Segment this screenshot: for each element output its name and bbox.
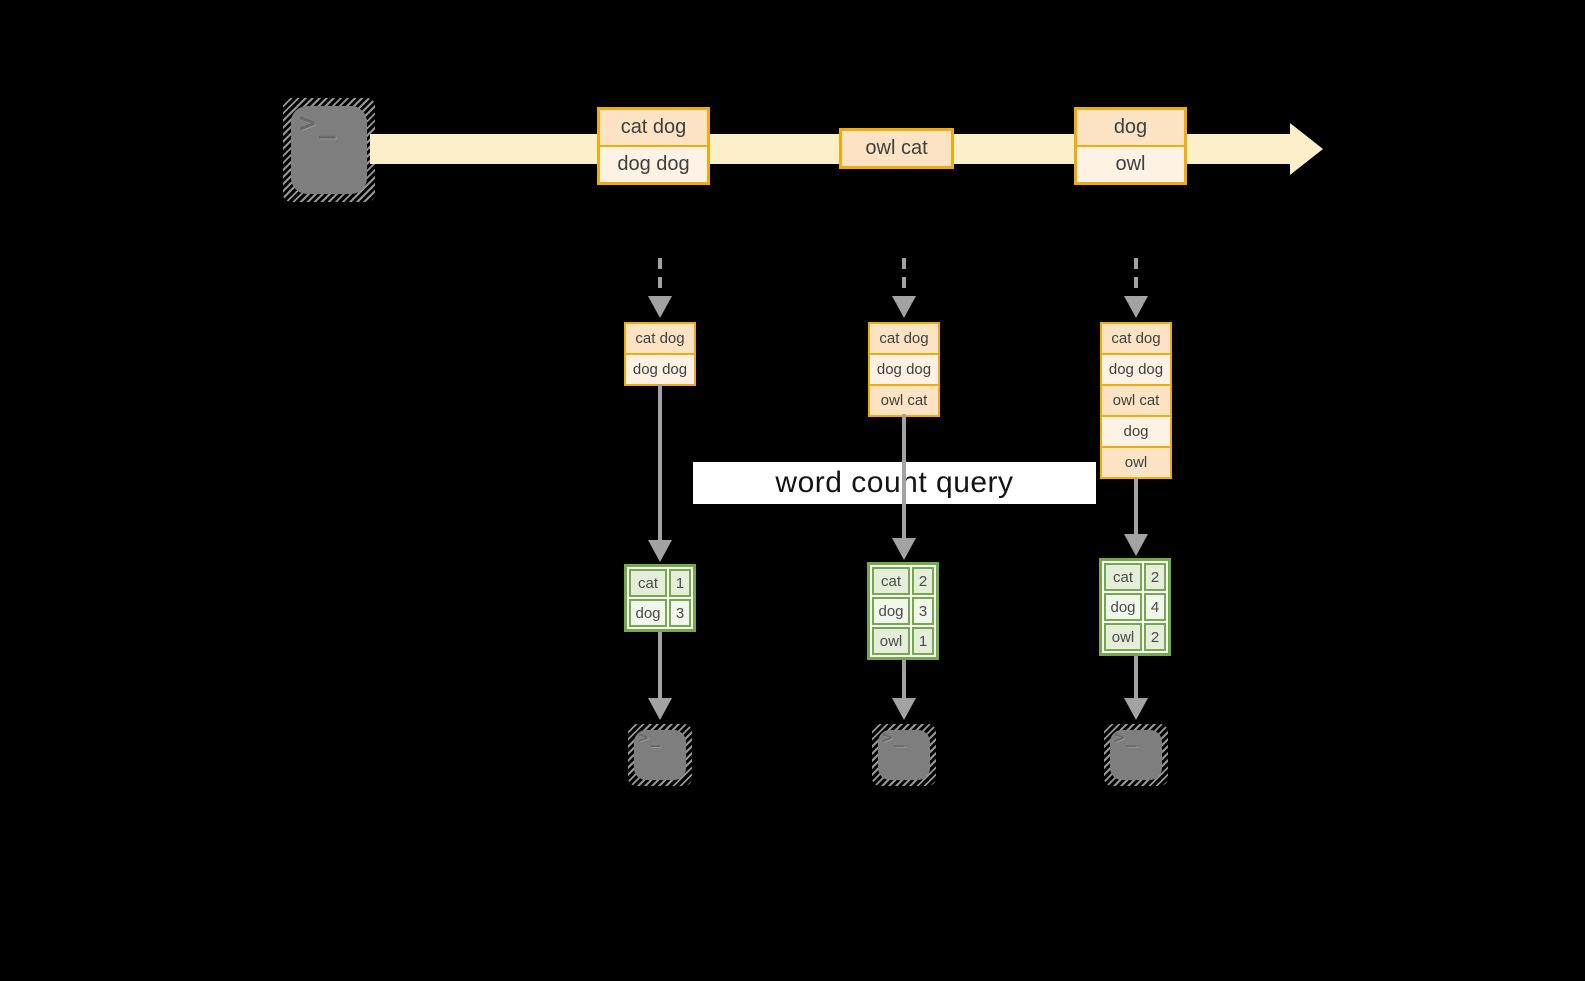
- count-cell: 2: [1144, 623, 1166, 651]
- word-cell: owl: [1104, 623, 1142, 651]
- stream-batch-3: dog owl: [1074, 107, 1187, 185]
- word-cell: cat: [872, 567, 910, 595]
- word-cell: owl: [872, 627, 910, 655]
- word-cell: dog: [872, 597, 910, 625]
- buffer-cell: owl cat: [1102, 386, 1170, 415]
- count-cell: 1: [912, 627, 934, 655]
- output-arrow-line: [1134, 656, 1138, 700]
- terminal-prompt-glyph: >_: [1114, 728, 1139, 748]
- terminal-icon-body: [291, 106, 367, 194]
- output-arrowhead-icon: [892, 698, 916, 720]
- buffer-cell: owl: [1102, 448, 1170, 477]
- dashed-arrowhead-icon: [1124, 296, 1148, 318]
- output-arrowhead-icon: [1124, 698, 1148, 720]
- query-arrow-line: [658, 384, 662, 542]
- sink-terminal-icon-2: >_: [872, 724, 936, 786]
- event-buffer-stack-3: cat dog dog dog owl cat dog owl: [1100, 322, 1172, 479]
- source-terminal-icon: >_: [283, 98, 375, 202]
- sink-terminal-icon-1: >_: [628, 724, 692, 786]
- count-cell: 3: [912, 597, 934, 625]
- word-cell: dog: [629, 599, 667, 627]
- buffer-cell: owl cat: [870, 386, 938, 415]
- query-label: word count query: [775, 466, 1014, 499]
- buffer-cell: cat dog: [1102, 324, 1170, 353]
- buffer-cell: dog dog: [1102, 355, 1170, 384]
- terminal-prompt-glyph: >_: [882, 728, 907, 748]
- word-cell: dog: [1104, 593, 1142, 621]
- query-arrowhead-icon: [1124, 534, 1148, 556]
- query-arrowhead-icon: [648, 540, 672, 562]
- count-table-3: cat 2 dog 4 owl 2: [1099, 558, 1171, 656]
- stream-batch-2: owl cat: [839, 128, 954, 169]
- count-cell: 2: [912, 567, 934, 595]
- event-buffer-stack-1: cat dog dog dog: [624, 322, 696, 386]
- word-cell: cat: [629, 569, 667, 597]
- event-cell: owl: [1077, 147, 1184, 182]
- dashed-arrow-line: [1134, 258, 1138, 298]
- terminal-prompt-glyph: >_: [638, 728, 663, 748]
- terminal-icon-body: [878, 730, 930, 780]
- count-cell: 2: [1144, 563, 1166, 591]
- buffer-cell: cat dog: [626, 324, 694, 353]
- dashed-arrowhead-icon: [892, 296, 916, 318]
- output-arrow-line: [902, 660, 906, 700]
- output-arrow-line: [658, 632, 662, 700]
- event-cell: owl cat: [842, 131, 951, 166]
- count-cell: 1: [669, 569, 691, 597]
- event-cell: dog: [1077, 110, 1184, 145]
- sink-terminal-icon-3: >_: [1104, 724, 1168, 786]
- query-arrow-line: [1134, 479, 1138, 536]
- dashed-arrow-line: [902, 258, 906, 298]
- dashed-arrowhead-icon: [648, 296, 672, 318]
- query-band: word count query: [693, 462, 1096, 504]
- terminal-icon-body: [634, 730, 686, 780]
- stream-arrowhead-icon: [1290, 123, 1323, 175]
- count-table-2: cat 2 dog 3 owl 1: [867, 562, 939, 660]
- query-arrowhead-icon: [892, 538, 916, 560]
- dashed-arrow-line: [658, 258, 662, 298]
- stream-batch-1: cat dog dog dog: [597, 107, 710, 185]
- query-arrow-line: [902, 414, 906, 540]
- event-cell: cat dog: [600, 110, 707, 145]
- count-cell: 4: [1144, 593, 1166, 621]
- buffer-cell: dog: [1102, 417, 1170, 446]
- terminal-icon-body: [1110, 730, 1162, 780]
- count-table-1: cat 1 dog 3: [624, 564, 696, 632]
- terminal-prompt-glyph: >_: [299, 106, 339, 139]
- output-arrowhead-icon: [648, 698, 672, 720]
- buffer-cell: dog dog: [626, 355, 694, 384]
- event-buffer-stack-2: cat dog dog dog owl cat: [868, 322, 940, 417]
- event-cell: dog dog: [600, 147, 707, 182]
- word-cell: cat: [1104, 563, 1142, 591]
- count-cell: 3: [669, 599, 691, 627]
- buffer-cell: dog dog: [870, 355, 938, 384]
- buffer-cell: cat dog: [870, 324, 938, 353]
